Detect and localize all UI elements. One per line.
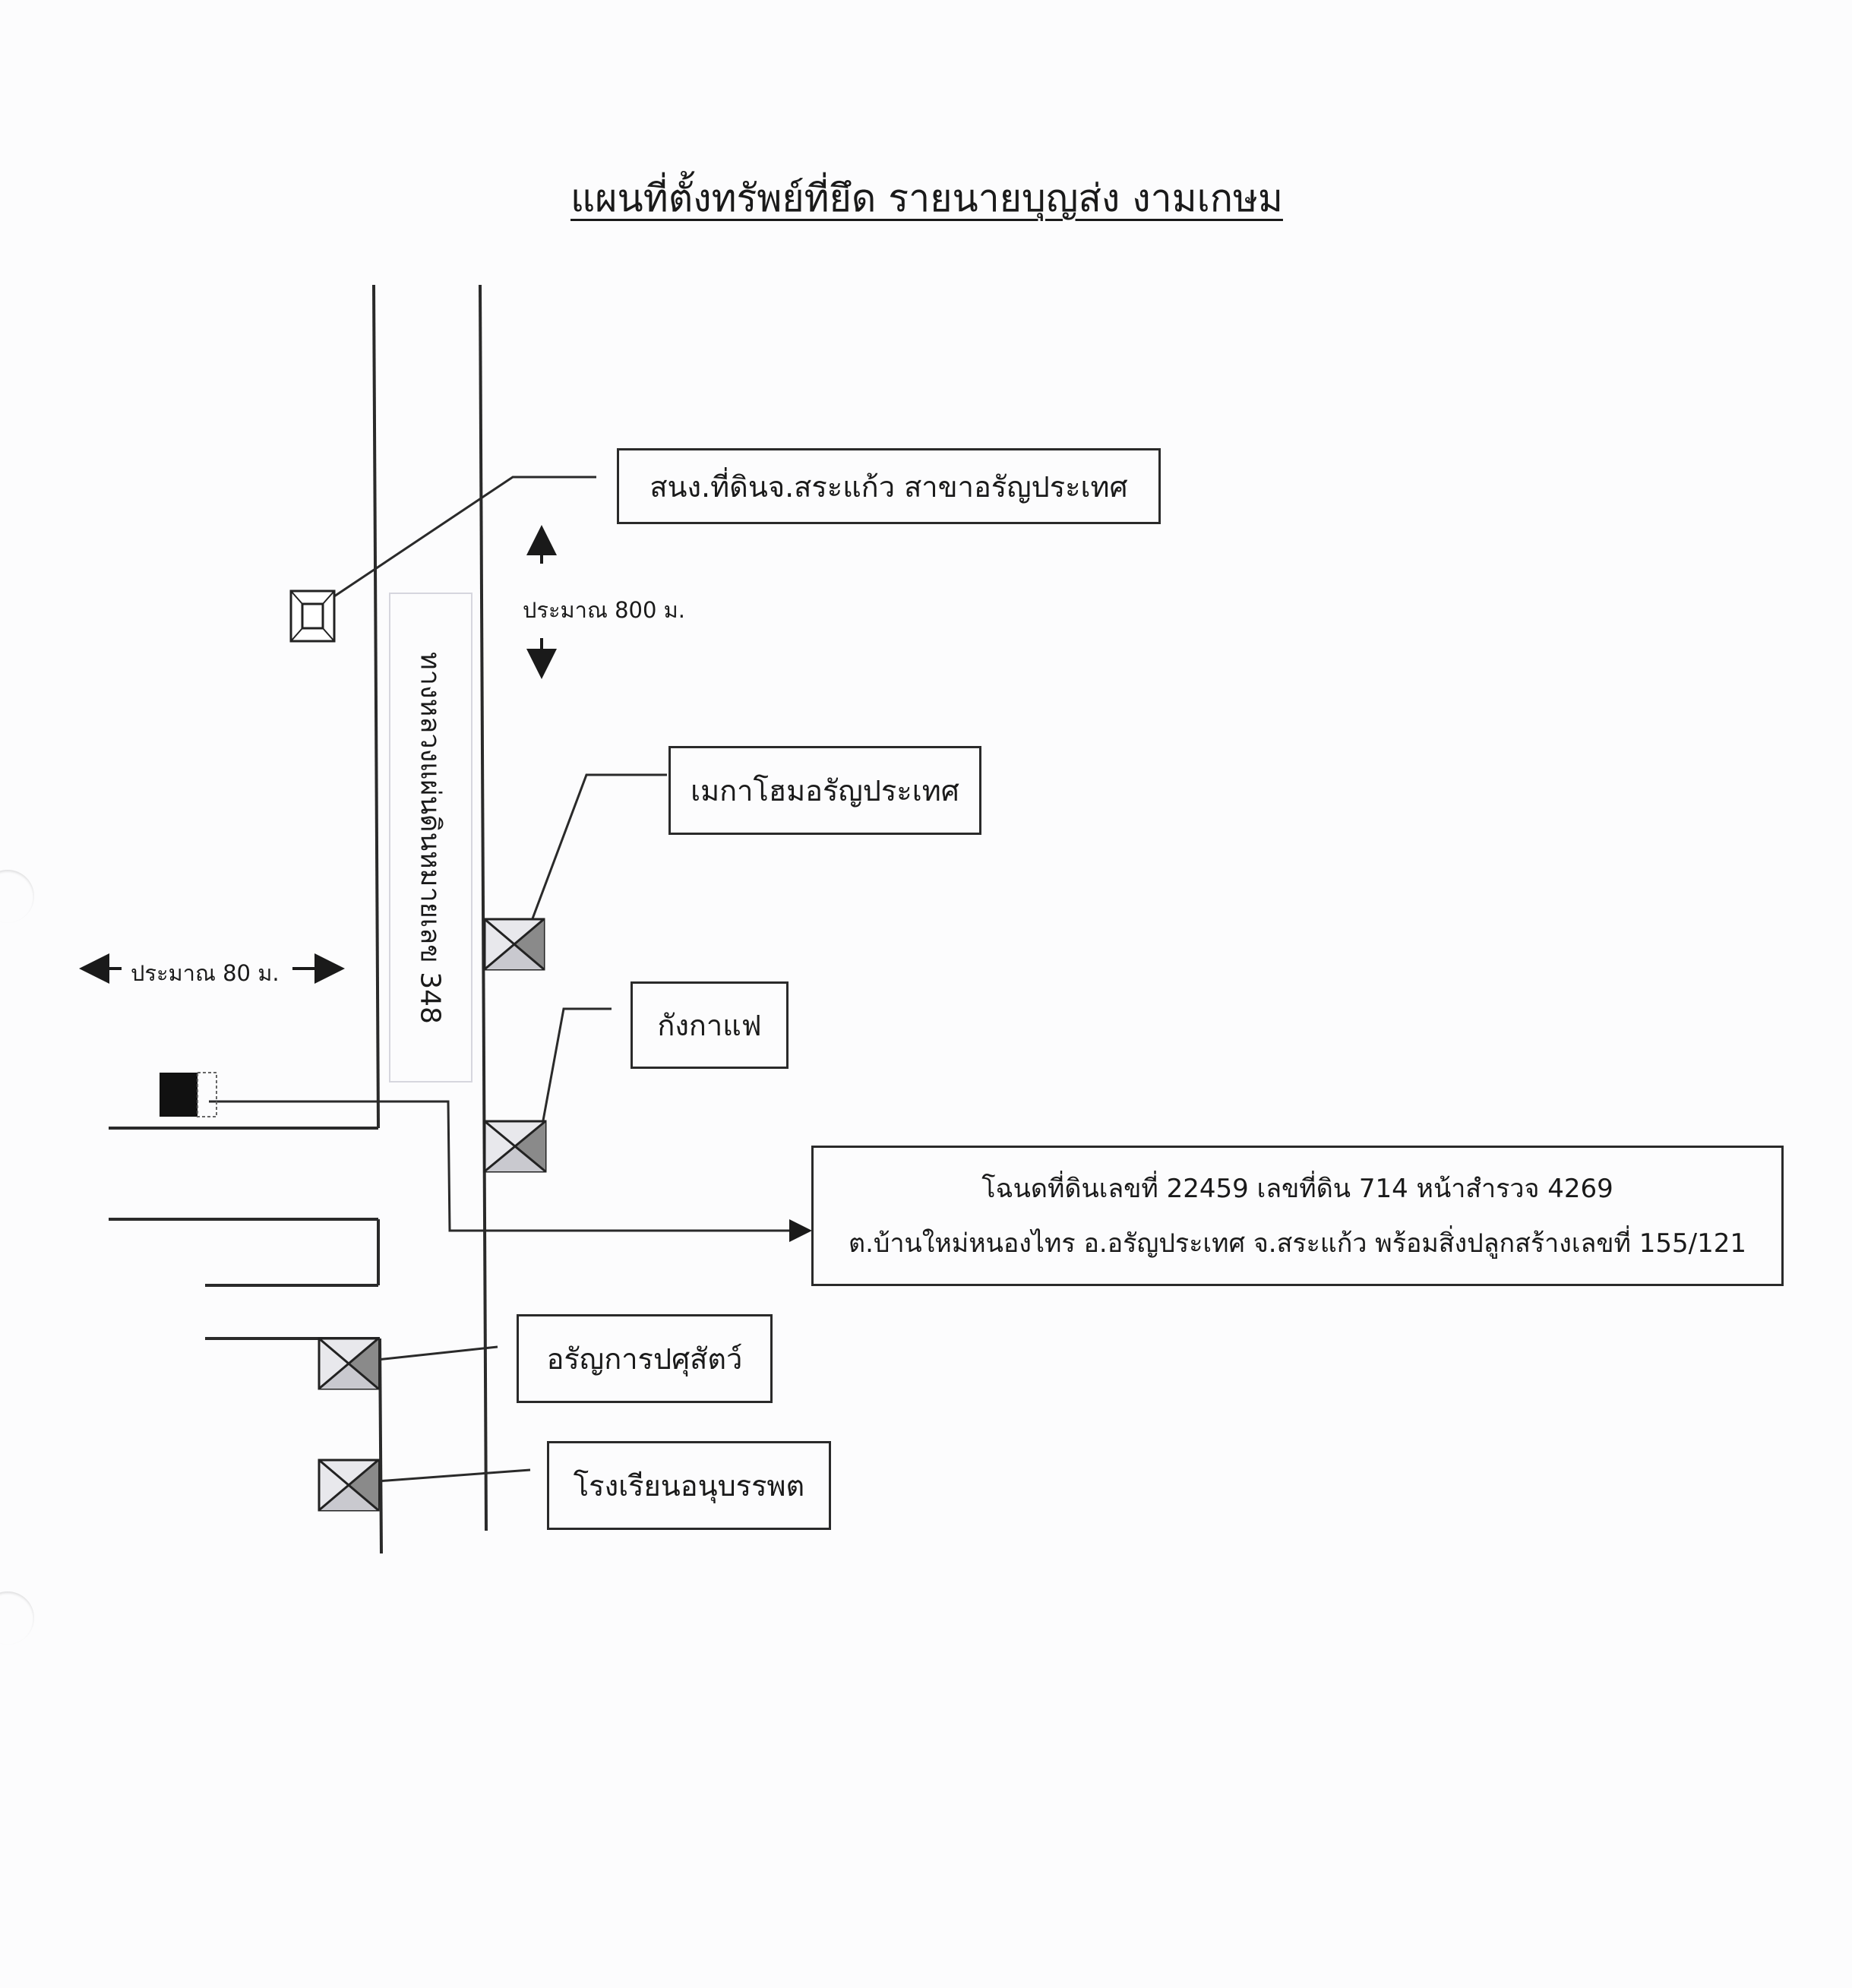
- property-location-line: ต.บ้านใหม่หนองไทร อ.อรัญประเทศ จ.สระแก้ว…: [848, 1228, 1747, 1259]
- seized-property-icon: [160, 1072, 217, 1117]
- leader-livestock: [376, 1345, 498, 1361]
- building-icon-coffee: [483, 1120, 547, 1173]
- landmark-livestock: อรัญการปศุสัตว์: [517, 1314, 773, 1403]
- building-icon-school: [318, 1459, 380, 1512]
- landmark-coffee: กังกาแฟ: [631, 981, 789, 1069]
- highway-name-label: ทางหลวงแผ่นดินหมายเลข 348: [389, 593, 472, 1082]
- building-icon-livestock: [318, 1337, 380, 1390]
- landmark-megahome: เมกาโฮมอรัญประเทศ: [668, 746, 981, 835]
- map-title: แผนที่ตั้งทรัพย์ที่ยึด รายนายบุญส่ง งามเ…: [570, 176, 1283, 220]
- building-icon-megahome: [483, 918, 545, 971]
- landmark-school: โรงเรียนอนุบรรพต: [547, 1441, 831, 1530]
- property-info-box: โฉนดที่ดินเลขที่ 22459 เลขที่ดิน 714 หน้…: [811, 1146, 1784, 1286]
- highway-lower-west-edge: [378, 1338, 383, 1554]
- highway-name-text: ทางหลวงแผ่นดินหมายเลข 348: [414, 651, 446, 1024]
- leader-land-office: [333, 476, 596, 598]
- leader-megahome: [530, 773, 667, 921]
- leader-property: [209, 1100, 812, 1242]
- property-deed-line: โฉนดที่ดินเลขที่ 22459 เลขที่ดิน 714 หน้…: [981, 1173, 1613, 1204]
- distance-west-label: ประมาณ 80 ม.: [131, 960, 280, 986]
- land-office-icon: [289, 589, 336, 643]
- leader-school: [376, 1468, 531, 1483]
- leader-coffee: [542, 1007, 612, 1121]
- distance-north-label: ประมาณ 800 ม.: [523, 597, 685, 623]
- landmark-land-office: สนง.ที่ดินจ.สระแก้ว สาขาอรัญประเทศ: [617, 448, 1161, 524]
- highway-west-edge: [372, 284, 380, 1129]
- highway-east-edge: [479, 284, 488, 1531]
